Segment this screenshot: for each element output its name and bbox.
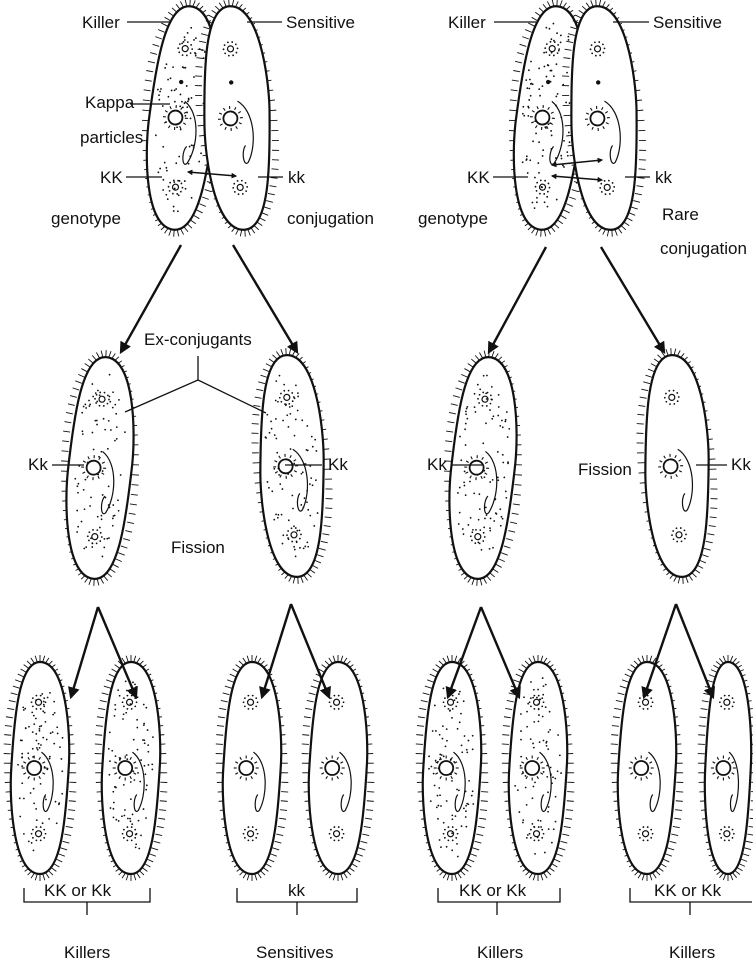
fission-label: Fission (578, 460, 632, 479)
fission-arrow-1 (71, 607, 98, 697)
left-sensitive-progeny-1 (216, 655, 289, 881)
right-exconjugant-genotype: Kk (328, 455, 348, 474)
fission-label: Fission (171, 538, 225, 557)
exconjugants-branch-left (125, 380, 198, 412)
killer-genotype-line1: KK (100, 168, 123, 187)
sensitive-genotype-line2: conjugation (287, 209, 374, 228)
killer-label: Killer (448, 13, 486, 32)
right-exconjugant-2 (632, 346, 723, 586)
left-exconjugant-1 (55, 348, 146, 588)
sensitive-genotype-line2: Rare (662, 205, 699, 224)
sensitive-genotype-line1: kk (655, 168, 673, 187)
sensitive-label: Sensitive (286, 13, 355, 32)
killer-genotype-line2: genotype (51, 209, 121, 228)
right-exconjugant-1 (438, 348, 529, 588)
fission-arrow-4 (291, 604, 329, 697)
left-killer-progeny-1 (4, 655, 77, 881)
fission-arrow-3 (262, 604, 291, 697)
left-exconjugant-genotype: Kk (28, 455, 48, 474)
killer-genotype-line1: KK (467, 168, 490, 187)
sensitive-genotype-line1: kk (288, 168, 306, 187)
exconjugants-branch-right (198, 380, 266, 413)
left-sensitive-progeny-2 (302, 655, 375, 881)
right-group-name: Sensitives (256, 943, 333, 962)
kappa-label-line1: Kappa (85, 93, 135, 112)
killer-genotype-line2: genotype (418, 209, 488, 228)
right-killer-progeny-4 (698, 655, 753, 881)
left-exconjugant-genotype: Kk (427, 455, 447, 474)
exconjugants-label: Ex-conjugants (144, 330, 252, 349)
left-group-name: Killers (64, 943, 110, 962)
sensitive-label: Sensitive (653, 13, 722, 32)
left-group-genotype: KK or Kk (44, 881, 112, 900)
fission-arrow-2 (481, 607, 519, 697)
killer-label: Killer (82, 13, 120, 32)
left-killer-progeny-2 (95, 655, 168, 881)
right-group-genotype: kk (288, 881, 306, 900)
fission-arrow-4 (676, 604, 713, 697)
arrow-to-right-exconjugant (601, 247, 664, 352)
left-exconjugant-2 (247, 346, 338, 586)
right-group-name: Killers (669, 943, 715, 962)
right-killer-progeny-2 (502, 655, 575, 881)
sensitive-genotype-line3: conjugation (660, 239, 747, 258)
left-group-name: Killers (477, 943, 523, 962)
kappa-label-line2: particles (80, 128, 143, 147)
arrow-to-left-exconjugant (489, 247, 546, 352)
right-group-genotype: KK or Kk (654, 881, 722, 900)
left-group-genotype: KK or Kk (459, 881, 527, 900)
right-exconjugant-genotype: Kk (731, 455, 751, 474)
